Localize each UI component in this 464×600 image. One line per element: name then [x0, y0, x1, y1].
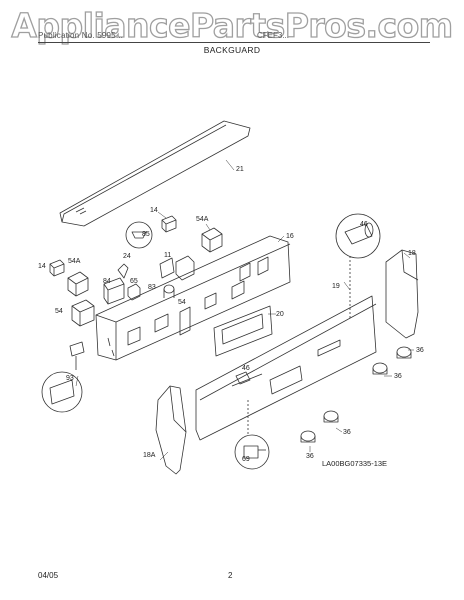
callout-18: 18	[408, 250, 416, 257]
callout-69: 69	[242, 456, 250, 463]
part-21-top-trim[interactable]	[59, 120, 251, 227]
footer-page-number: 2	[228, 571, 233, 580]
part-36-knob-d[interactable]	[300, 430, 316, 443]
callout-65: 65	[130, 278, 138, 285]
part-54a-relay-left[interactable]	[67, 271, 89, 297]
part-85-detail-circle[interactable]	[125, 221, 153, 249]
callout-93: 93	[66, 375, 74, 382]
callout-18a: 18A	[143, 452, 156, 459]
part-54-relay-center[interactable]	[175, 255, 195, 281]
callout-14-top: 14	[150, 207, 158, 214]
callout-85: 85	[142, 231, 150, 238]
part-36-knob-c[interactable]	[323, 410, 339, 423]
callout-11: 11	[164, 252, 171, 259]
callout-54a-left: 54A	[68, 258, 81, 265]
callout-36-d: 36	[306, 453, 314, 460]
callout-36-a: 36	[416, 347, 424, 354]
watermark: AppliancePartsPros.com	[11, 5, 454, 45]
part-20-display-board[interactable]	[213, 305, 273, 357]
part-84-clock-module[interactable]	[103, 277, 125, 305]
callout-54-center: 54	[178, 299, 186, 306]
callout-21: 21	[236, 166, 244, 173]
part-93-detail-circle[interactable]	[41, 341, 85, 413]
header-model: CFEF3...	[257, 31, 290, 40]
callout-14-left: 14	[38, 263, 46, 270]
diagram-code: LA00BG07335-13E	[322, 459, 388, 468]
callout-36-b: 36	[394, 373, 402, 380]
callout-84: 84	[103, 278, 111, 285]
part-24-bracket[interactable]	[117, 263, 129, 279]
callout-24: 24	[123, 253, 131, 260]
callout-36-c: 36	[343, 429, 351, 436]
footer-date: 04/05	[38, 571, 59, 580]
part-18-end-cap-right[interactable]	[385, 249, 419, 339]
part-83-bushing[interactable]	[163, 284, 175, 298]
callout-16: 16	[286, 233, 294, 240]
part-16-backguard-frame[interactable]	[95, 235, 291, 361]
part-54-relay-lower[interactable]	[71, 299, 95, 327]
part-36-knob-a[interactable]	[396, 346, 412, 359]
callout-54a-top: 54A	[196, 216, 209, 223]
callout-19: 19	[332, 283, 340, 290]
header-rule	[38, 42, 430, 43]
header-publication: Publication No. 5995...	[38, 31, 124, 40]
part-36-knob-b[interactable]	[372, 362, 388, 375]
callout-46-top: 46	[360, 221, 368, 228]
callout-20: 20	[276, 311, 284, 318]
part-19-control-panel[interactable]	[195, 295, 377, 441]
callout-83: 83	[148, 284, 156, 291]
callout-46-center: 46	[242, 365, 250, 372]
part-54a-relay-top[interactable]	[201, 227, 223, 253]
part-65-sensor-block[interactable]	[127, 283, 141, 301]
callout-54-left: 54	[55, 308, 63, 315]
leader-lines	[75, 159, 414, 461]
section-title: BACKGUARD	[203, 45, 261, 55]
part-14-switch-left[interactable]	[49, 259, 65, 277]
part-46-knob-detail[interactable]	[335, 213, 381, 320]
part-69-screw-detail[interactable]	[234, 400, 270, 470]
part-18a-end-cap-left[interactable]	[155, 385, 187, 475]
part-11-connector[interactable]	[159, 257, 175, 279]
part-14-switch-top[interactable]	[161, 215, 177, 233]
part-46-knob-small[interactable]	[231, 371, 263, 387]
